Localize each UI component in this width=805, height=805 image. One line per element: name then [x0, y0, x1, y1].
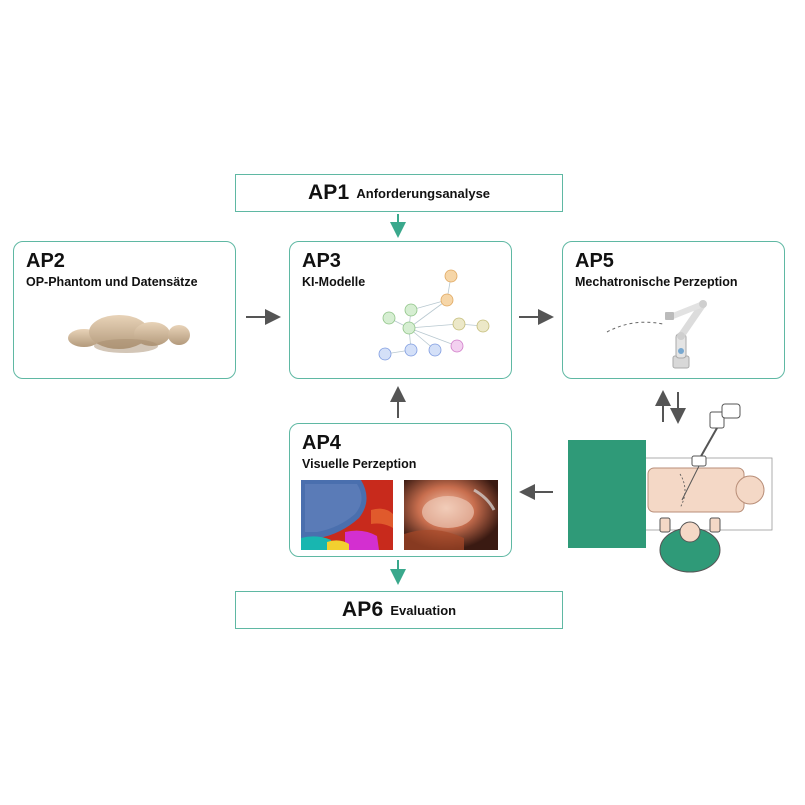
ap5-box: AP5 Mechatronische Perzeption — [562, 241, 785, 379]
ap4-box: AP4 Visuelle Perzeption — [289, 423, 512, 557]
ap6-title: Evaluation — [390, 602, 457, 618]
ap4-code: AP4 — [302, 432, 341, 454]
ap2-box: AP2 OP-Phantom und Datensätze — [13, 241, 236, 379]
phantom-body-icon — [68, 315, 190, 353]
ap6-code: AP6 — [341, 598, 384, 621]
ap3-title: KI-Modelle — [302, 275, 366, 289]
ap5-code: AP5 — [575, 250, 614, 272]
ap1-code: AP1 — [307, 181, 350, 204]
surgery-scene-icon — [568, 403, 773, 573]
network-graph-icon — [378, 269, 490, 361]
robot-arm-icon — [606, 300, 707, 369]
ap2-title: OP-Phantom und Datensätze — [26, 275, 198, 289]
segmentation-mask-icon — [301, 480, 393, 550]
ap6-box: AP6 Evaluation — [235, 591, 563, 629]
ap4-title: Visuelle Perzeption — [302, 457, 417, 471]
ap1-title: Anforderungsanalyse — [356, 185, 491, 201]
ap3-box: AP3 KI-Modelle — [289, 241, 512, 379]
ap1-box: AP1 Anforderungsanalyse — [235, 174, 563, 212]
ap5-title: Mechatronische Perzeption — [575, 275, 738, 289]
endoscopy-image-icon — [404, 480, 498, 550]
ap3-code: AP3 — [302, 250, 341, 272]
ap2-code: AP2 — [26, 250, 65, 272]
